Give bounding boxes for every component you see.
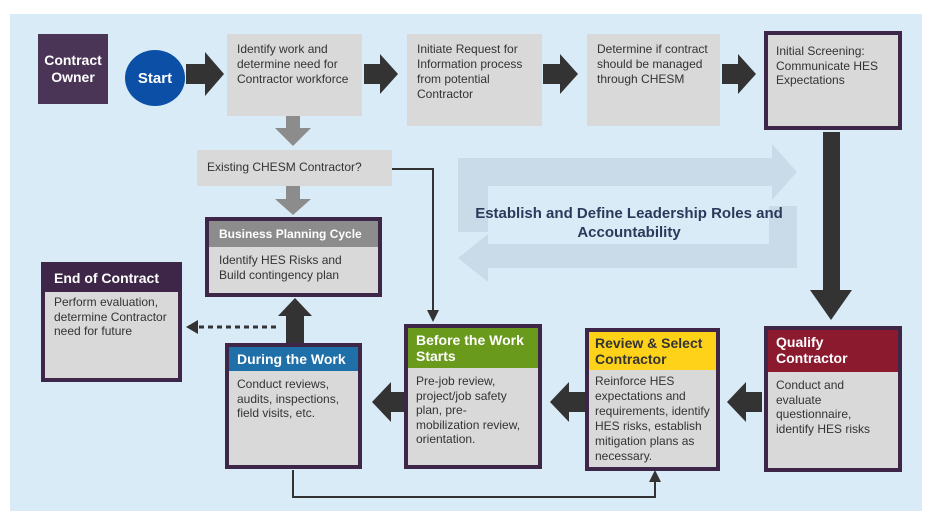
arrow-start-to-identify <box>186 52 224 96</box>
gray-arrows <box>275 116 311 215</box>
end-of-contract-body: Perform evaluation, determine Contractor… <box>54 295 167 338</box>
during-the-work-body: Conduct reviews, audits, inspections, fi… <box>237 377 340 420</box>
review-select-title: Review & Select Contractor <box>589 332 716 370</box>
during-the-work-card: During the Work Conduct reviews, audits,… <box>225 343 362 469</box>
line-during-to-review <box>292 470 656 498</box>
arrow-identify-to-initiate <box>364 54 398 94</box>
review-select-body: Reinforce HES expectations and requireme… <box>595 374 710 463</box>
leadership-cycle-arrows <box>458 144 797 282</box>
arrow-identify-to-existing <box>275 116 311 146</box>
initial-screening-text: Initial Screening: Communicate HES Expec… <box>776 44 879 87</box>
determine-chesm-text: Determine if contract should be managed … <box>597 42 708 86</box>
start-circle: Start <box>125 50 185 106</box>
start-text: Start <box>137 69 173 87</box>
arrow-review-to-before <box>550 382 586 422</box>
line-during-to-review-head <box>649 470 661 482</box>
qualify-contractor-title: Qualify Contractor <box>768 330 898 372</box>
identify-work-step: Identify work and determine need for Con… <box>227 34 362 116</box>
line-existing-to-before <box>392 168 434 313</box>
arrow-before-to-during <box>372 382 404 422</box>
business-planning-body: Identify HES Risks and Build contingency… <box>219 253 342 282</box>
identify-work-text: Identify work and determine need for Con… <box>237 42 349 86</box>
before-the-work-title: Before the Work Starts <box>408 328 538 368</box>
arrow-initiate-to-determine <box>543 54 578 94</box>
business-planning-title: Business Planning Cycle <box>209 221 378 247</box>
review-select-card: Review & Select Contractor Reinforce HES… <box>585 328 720 471</box>
arrow-during-to-planning <box>278 298 312 344</box>
determine-chesm-step: Determine if contract should be managed … <box>587 34 720 126</box>
before-the-work-body: Pre-job review, project/job safety plan,… <box>416 374 521 446</box>
qualify-contractor-body: Conduct and evaluate questionnaire, iden… <box>776 378 871 436</box>
during-the-work-title: During the Work <box>229 347 358 371</box>
contract-owner-label: Contract Owner <box>38 34 108 104</box>
line-existing-to-before-head <box>427 310 439 322</box>
initiate-request-step: Initiate Request for Information process… <box>407 34 542 126</box>
dark-arrows <box>186 52 852 422</box>
before-the-work-card: Before the Work Starts Pre-job review, p… <box>404 324 542 469</box>
existing-chesm-text: Existing CHESM Contractor? <box>207 160 362 174</box>
contract-owner-text: Contract Owner <box>44 52 102 85</box>
initial-screening-step: Initial Screening: Communicate HES Expec… <box>764 31 902 130</box>
dashed-arrow-head <box>186 320 198 334</box>
arrow-determine-to-screening <box>722 54 756 94</box>
business-planning-card: Business Planning Cycle Identify HES Ris… <box>205 217 382 297</box>
arrow-screening-to-qualify <box>810 132 852 320</box>
arrow-qualify-to-review <box>727 382 762 422</box>
cycle-bottom-arrow <box>458 206 797 282</box>
existing-chesm-question: Existing CHESM Contractor? <box>197 150 392 186</box>
end-of-contract-card: End of Contract Perform evaluation, dete… <box>41 262 182 382</box>
leadership-roles-label: Establish and Define Leadership Roles an… <box>475 205 783 241</box>
end-of-contract-title: End of Contract <box>45 266 178 292</box>
cycle-top-arrow <box>458 144 797 232</box>
arrow-existing-to-planning <box>275 186 311 215</box>
initiate-request-text: Initiate Request for Information process… <box>417 42 523 101</box>
qualify-contractor-card: Qualify Contractor Conduct and evaluate … <box>764 326 902 472</box>
